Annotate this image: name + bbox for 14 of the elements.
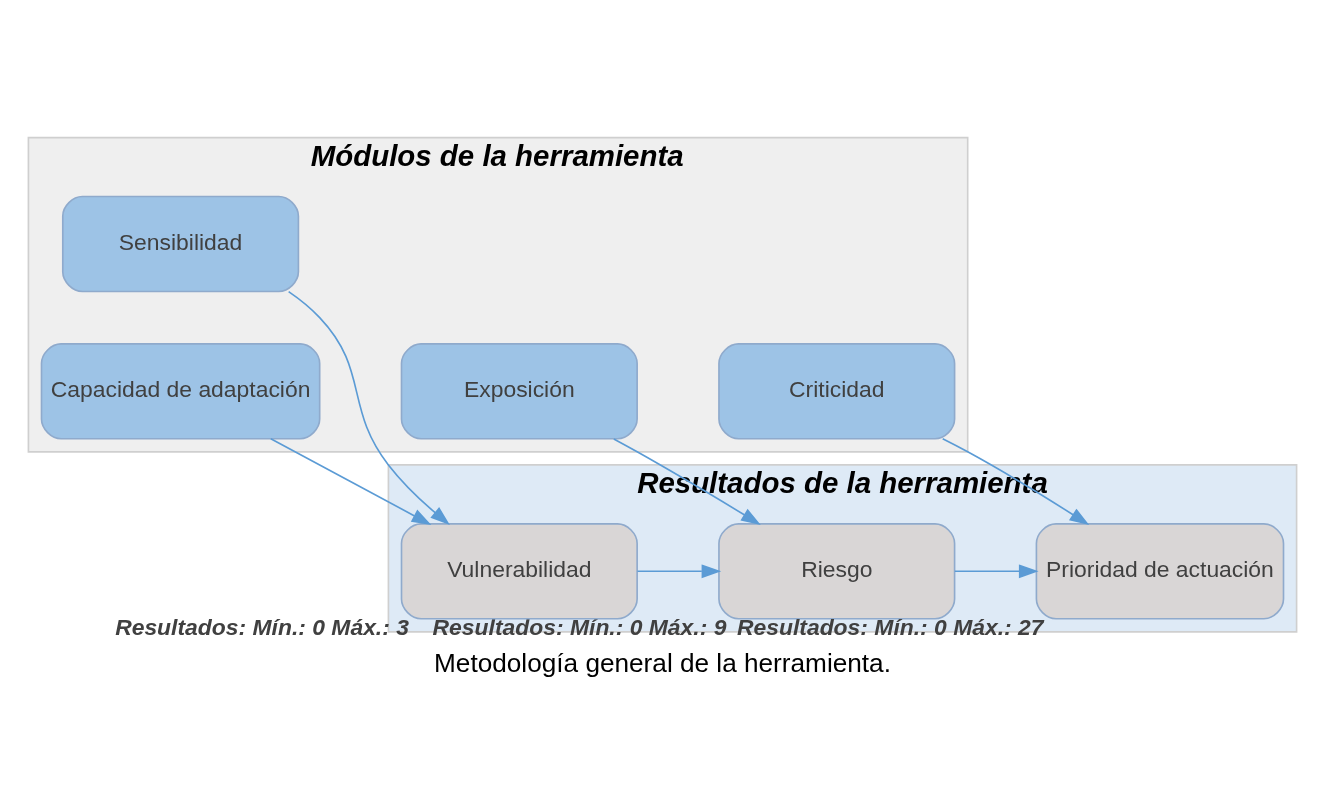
node-box: Exposición <box>400 343 638 440</box>
node-box: Sensibilidad <box>61 195 300 293</box>
node-box: Prioridad de actuación <box>1035 523 1285 620</box>
arrow <box>613 438 761 525</box>
arrow <box>941 437 1090 526</box>
arrow <box>287 290 450 525</box>
node-box: Capacidad de adaptación <box>40 343 321 440</box>
arrow <box>636 564 722 579</box>
arrow <box>953 564 1039 579</box>
arrow <box>270 438 432 525</box>
node-box: Criticidad <box>718 343 956 440</box>
node-box: Riesgo <box>718 523 956 620</box>
caption: Metodología general de la herramienta. <box>434 648 891 679</box>
node-box: Vulnerabilidad <box>400 523 638 620</box>
